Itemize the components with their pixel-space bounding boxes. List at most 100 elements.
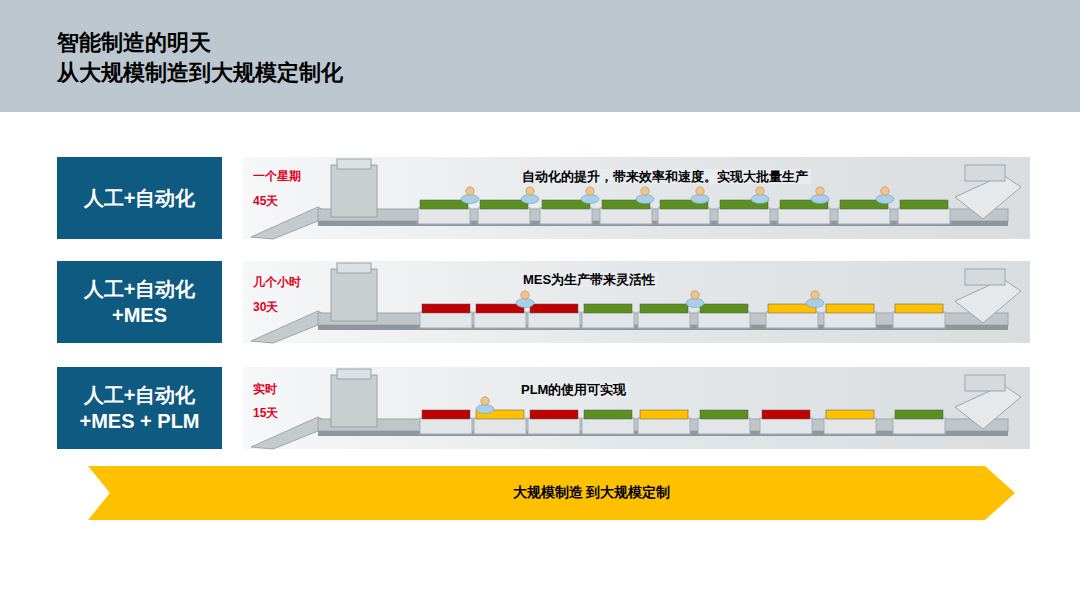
- product-tray: [895, 410, 943, 419]
- product-tray: [700, 410, 748, 419]
- progress-arrow: 大规模制造 到大规模定制: [88, 466, 1080, 520]
- page-title: 智能制造的明天: [57, 28, 343, 58]
- station: [893, 418, 945, 434]
- worker-body: [811, 195, 829, 204]
- worker-body: [461, 195, 479, 204]
- station: [898, 208, 950, 224]
- product-tray: [422, 410, 470, 419]
- panel-caption: PLM的使用可实现: [518, 382, 629, 397]
- product-tray: [422, 304, 470, 313]
- worker-head: [466, 187, 474, 195]
- stage-box: 人工+自动化 +MES: [57, 261, 222, 343]
- arrow-label: 大规模制造 到大规模定制: [88, 484, 1080, 502]
- station: [824, 418, 876, 434]
- machine-top: [337, 159, 371, 169]
- station: [528, 418, 580, 434]
- worker-head: [696, 187, 704, 195]
- station: [760, 418, 812, 434]
- station: [474, 312, 526, 328]
- product-tray: [900, 200, 948, 209]
- station: [893, 312, 945, 328]
- production-line-panel: 一个星期 45天 自动化的提升，带来效率和速度。实现大批量生产: [243, 157, 1030, 239]
- worker-body: [521, 195, 539, 204]
- sorter-bin: [965, 269, 1005, 285]
- time-label: 几个小时: [253, 275, 301, 289]
- station: [698, 418, 750, 434]
- worker-head: [811, 291, 819, 299]
- worker-body: [636, 195, 654, 204]
- sorter: [955, 175, 1021, 219]
- time-label: 30天: [253, 300, 278, 314]
- stage-label: 人工+自动化 +MES + PLM: [73, 382, 207, 434]
- station: [638, 312, 690, 328]
- panel-caption: 自动化的提升，带来效率和速度。实现大批量生产: [519, 169, 811, 184]
- header-band: [0, 0, 1080, 112]
- worker-body: [516, 299, 534, 308]
- product-tray: [584, 410, 632, 419]
- product-tray: [640, 304, 688, 313]
- product-tray: [480, 200, 528, 209]
- product-tray: [762, 410, 810, 419]
- page-subtitle: 从大规模制造到大规模定制化: [57, 58, 343, 88]
- product-tray: [584, 304, 632, 313]
- worker-body: [686, 299, 704, 308]
- worker-head: [481, 397, 489, 405]
- product-tray: [530, 410, 578, 419]
- station: [528, 312, 580, 328]
- machine: [331, 269, 377, 321]
- panel-ground: [243, 367, 1030, 449]
- product-tray: [420, 200, 468, 209]
- station: [698, 312, 750, 328]
- machine: [331, 375, 377, 427]
- worker-head: [641, 187, 649, 195]
- station: [540, 208, 592, 224]
- station: [718, 208, 770, 224]
- station: [658, 208, 710, 224]
- station: [600, 208, 652, 224]
- worker-body: [476, 405, 494, 414]
- station: [638, 418, 690, 434]
- time-label: 实时: [253, 382, 277, 396]
- station: [420, 418, 472, 434]
- station: [418, 208, 470, 224]
- worker-head: [521, 291, 529, 299]
- station: [824, 312, 876, 328]
- conveyor-panel: [243, 261, 1030, 343]
- worker-head: [526, 187, 534, 195]
- worker-head: [586, 187, 594, 195]
- time-label: 15天: [253, 406, 278, 420]
- product-tray: [640, 410, 688, 419]
- worker-head: [691, 291, 699, 299]
- worker-body: [751, 195, 769, 204]
- worker-head: [881, 187, 889, 195]
- sorter-bin: [965, 375, 1005, 391]
- product-tray: [476, 304, 524, 313]
- product-tray: [826, 410, 874, 419]
- panel-caption: MES为生产带来灵活性: [520, 272, 658, 287]
- worker-body: [581, 195, 599, 204]
- production-line-panel: 实时 15天 PLM的使用可实现: [243, 367, 1030, 449]
- header: 智能制造的明天从大规模制造到大规模定制化: [57, 28, 343, 88]
- product-tray: [826, 304, 874, 313]
- time-label: 45天: [253, 194, 278, 208]
- worker-head: [816, 187, 824, 195]
- worker-body: [876, 195, 894, 204]
- stage-box: 人工+自动化 +MES + PLM: [57, 367, 222, 449]
- station: [474, 418, 526, 434]
- station: [766, 312, 818, 328]
- conveyor-panel: [243, 367, 1030, 449]
- time-label: 一个星期: [253, 169, 301, 183]
- machine: [331, 165, 377, 217]
- product-tray: [530, 304, 578, 313]
- panel-ground: [243, 157, 1030, 239]
- conveyor-panel: [243, 157, 1030, 239]
- worker-body: [806, 299, 824, 308]
- product-tray: [700, 304, 748, 313]
- worker-body: [691, 195, 709, 204]
- machine-top: [337, 263, 371, 273]
- stage-box: 人工+自动化: [57, 157, 222, 239]
- production-line-panel: 几个小时 30天 MES为生产带来灵活性: [243, 261, 1030, 343]
- product-tray: [895, 304, 943, 313]
